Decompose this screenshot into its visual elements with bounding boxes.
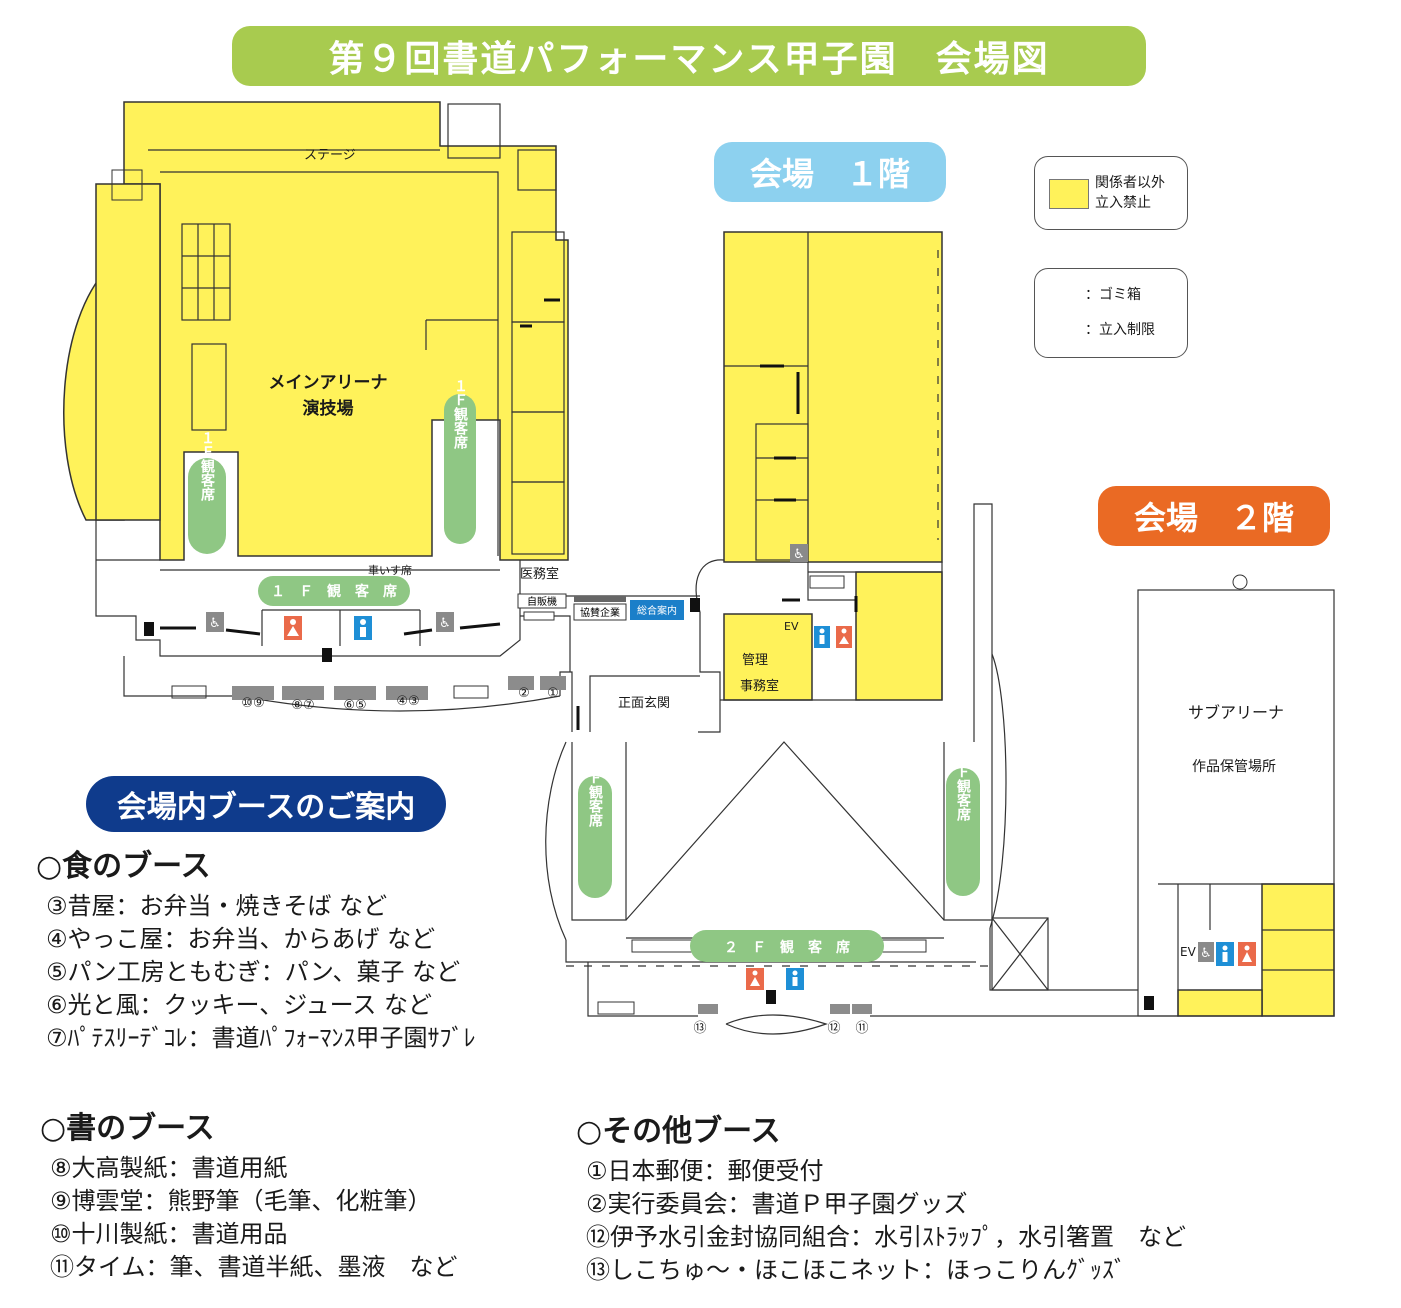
legend-restricted: 関係者以外 立入禁止	[1034, 156, 1188, 230]
booth-item: ⑪タイム：筆、書道半紙、墨液 など	[50, 1253, 458, 1281]
booth-item: ⑤パン工房ともむぎ：パン、菓子 など	[46, 958, 461, 986]
1f-seats-right	[444, 394, 476, 544]
page-title: 第９回書道パフォーマンス甲子園 会場図	[232, 26, 1146, 86]
2f-seats-bottom	[690, 930, 884, 962]
sub-arena-restricted-area	[1261, 883, 1335, 1017]
booth-guide-title: 会場内ブースのご案内	[86, 776, 446, 832]
office-label-1: 管理	[742, 653, 768, 668]
2f-seats-bottom-label: ２ Ｆ 観 客 席	[724, 939, 850, 956]
booth-number-8-7: ⑧⑦	[291, 698, 314, 713]
north-block-lower-area	[855, 571, 943, 701]
accessible-icon	[436, 612, 454, 632]
performance-area-label: 演技場	[303, 398, 354, 419]
vending-label: 自販機	[527, 595, 557, 608]
legend-rope-label: ：立入制限	[1085, 322, 1155, 338]
accessible-icon	[206, 612, 224, 632]
storage-label: 作品保管場所	[1192, 759, 1276, 775]
booth-number-10-9: ⑩⑨	[241, 696, 264, 711]
calligraphy-booth-section: ○書のブース ⑧大高製紙：書道用紙 ⑨博雲堂：熊野筆（毛筆、化粧筆） ⑩十川製紙…	[40, 1110, 458, 1284]
booth-item: ④やっこ屋：お弁当、からあげ など	[46, 925, 436, 953]
1f-seats-right-label: １Ｆ観客席	[452, 379, 469, 450]
booth-item: ⑬しこちゅ～・ほこほこネット：ほっこりんｸﾞｯｽﾞ	[586, 1256, 1126, 1284]
floor1-badge: 会場 １階	[714, 142, 946, 202]
booth-item: ③昔屋：お弁当・焼きそば など	[46, 892, 388, 920]
accessible-icon	[790, 544, 808, 562]
trash-icon	[322, 648, 332, 662]
floor2-badge: 会場 ２階	[1098, 486, 1330, 546]
booth-number-4-3: ④③	[396, 694, 419, 709]
stage-label: ステージ	[304, 148, 356, 163]
wheelchair-seats-label: 車いす席	[368, 563, 412, 577]
2f-seats-left-label: ２Ｆ観客席	[587, 757, 604, 828]
food-booth-section: ○食のブース ③昔屋：お弁当・焼きそば など ④やっこ屋：お弁当、からあげ など…	[36, 848, 476, 1055]
booth-item: ⑨博雲堂：熊野筆（毛筆、化粧筆）	[50, 1187, 432, 1215]
booth-number-13: ⑬	[693, 1021, 706, 1036]
booth-item: ①日本郵便：郵便受付	[586, 1157, 824, 1185]
legend-restricted-line1: 関係者以外	[1095, 175, 1165, 191]
trash-icon	[1144, 996, 1154, 1010]
ev-label: EV	[1180, 945, 1197, 959]
svg-text:♿: ♿	[439, 616, 451, 631]
1f-seats-left-label: １Ｆ観客席	[199, 431, 216, 502]
booth-number-1: ①	[547, 686, 559, 701]
front-entrance-label: 正面玄関	[618, 696, 670, 711]
svg-text:♿: ♿	[1200, 946, 1212, 961]
info-desk-label: 総合案内	[637, 604, 677, 617]
office-area	[723, 613, 813, 701]
trash-icon	[766, 990, 776, 1004]
svg-text:♿: ♿	[793, 547, 805, 562]
booth-item: ⑫伊予水引金封協同組合：水引ｽﾄﾗｯﾌﾟ，水引箸置 など	[586, 1223, 1186, 1251]
food-booth-heading: ○食のブース	[36, 849, 211, 884]
booth-item: ②実行委員会：書道Ｐ甲子園グッズ	[586, 1190, 968, 1218]
medical-room-label: 医務室	[520, 566, 559, 582]
restricted-swatch	[1049, 179, 1089, 209]
2f-seats-right	[946, 768, 980, 896]
legend-trash-label: ：ゴミ箱	[1085, 287, 1141, 303]
north-block-area	[723, 231, 943, 563]
sub-arena-label: サブアリーナ	[1188, 703, 1284, 722]
2f-seats-right-label: ２Ｆ観客席	[955, 751, 972, 822]
booth-item: ⑩十川製紙：書道用品	[50, 1220, 288, 1248]
trash-icon	[144, 622, 154, 636]
1f-seats-left	[188, 458, 226, 554]
svg-text:♿: ♿	[209, 616, 221, 631]
booth-number-6-5: ⑥⑤	[343, 698, 366, 713]
1f-seats-bottom-label: １ Ｆ 観 客 席	[271, 583, 397, 600]
booth-number-2: ②	[518, 686, 530, 701]
booth-number-12: ⑫	[827, 1021, 840, 1036]
legend-symbols: ：ゴミ箱 ：立入制限	[1034, 268, 1188, 358]
other-booth-heading: ○その他ブース	[576, 1114, 781, 1149]
info-desk	[630, 600, 684, 620]
sub-arena-entrance-icon	[1232, 574, 1248, 590]
legend-restricted-line2: 立入禁止	[1095, 195, 1151, 211]
other-booth-section: ○その他ブース ①日本郵便：郵便受付 ②実行委員会：書道Ｐ甲子園グッズ ⑫伊予水…	[576, 1113, 1186, 1287]
ev-label: EV	[784, 620, 799, 633]
calligraphy-booth-heading: ○書のブース	[40, 1111, 215, 1146]
booth-number-11: ⑪	[855, 1021, 868, 1036]
office-label-2: 事務室	[740, 678, 779, 694]
sponsor-label: 協賛企業	[580, 606, 620, 619]
accessible-icon	[1198, 942, 1214, 962]
booth-item: ⑦ﾊﾟﾃｽﾘｰﾃﾞｺﾚ：書道ﾊﾟﾌｫｰﾏﾝｽ甲子園ｻﾌﾞﾚ	[46, 1024, 476, 1052]
booth-item: ⑧大高製紙：書道用紙	[50, 1154, 288, 1182]
trash-icon	[690, 598, 700, 612]
booth-item: ⑥光と風：クッキー、ジュース など	[46, 991, 433, 1019]
main-arena-label: メインアリーナ	[269, 373, 388, 393]
2f-seats-left	[578, 776, 612, 898]
1f-seats-bottom	[258, 576, 410, 606]
